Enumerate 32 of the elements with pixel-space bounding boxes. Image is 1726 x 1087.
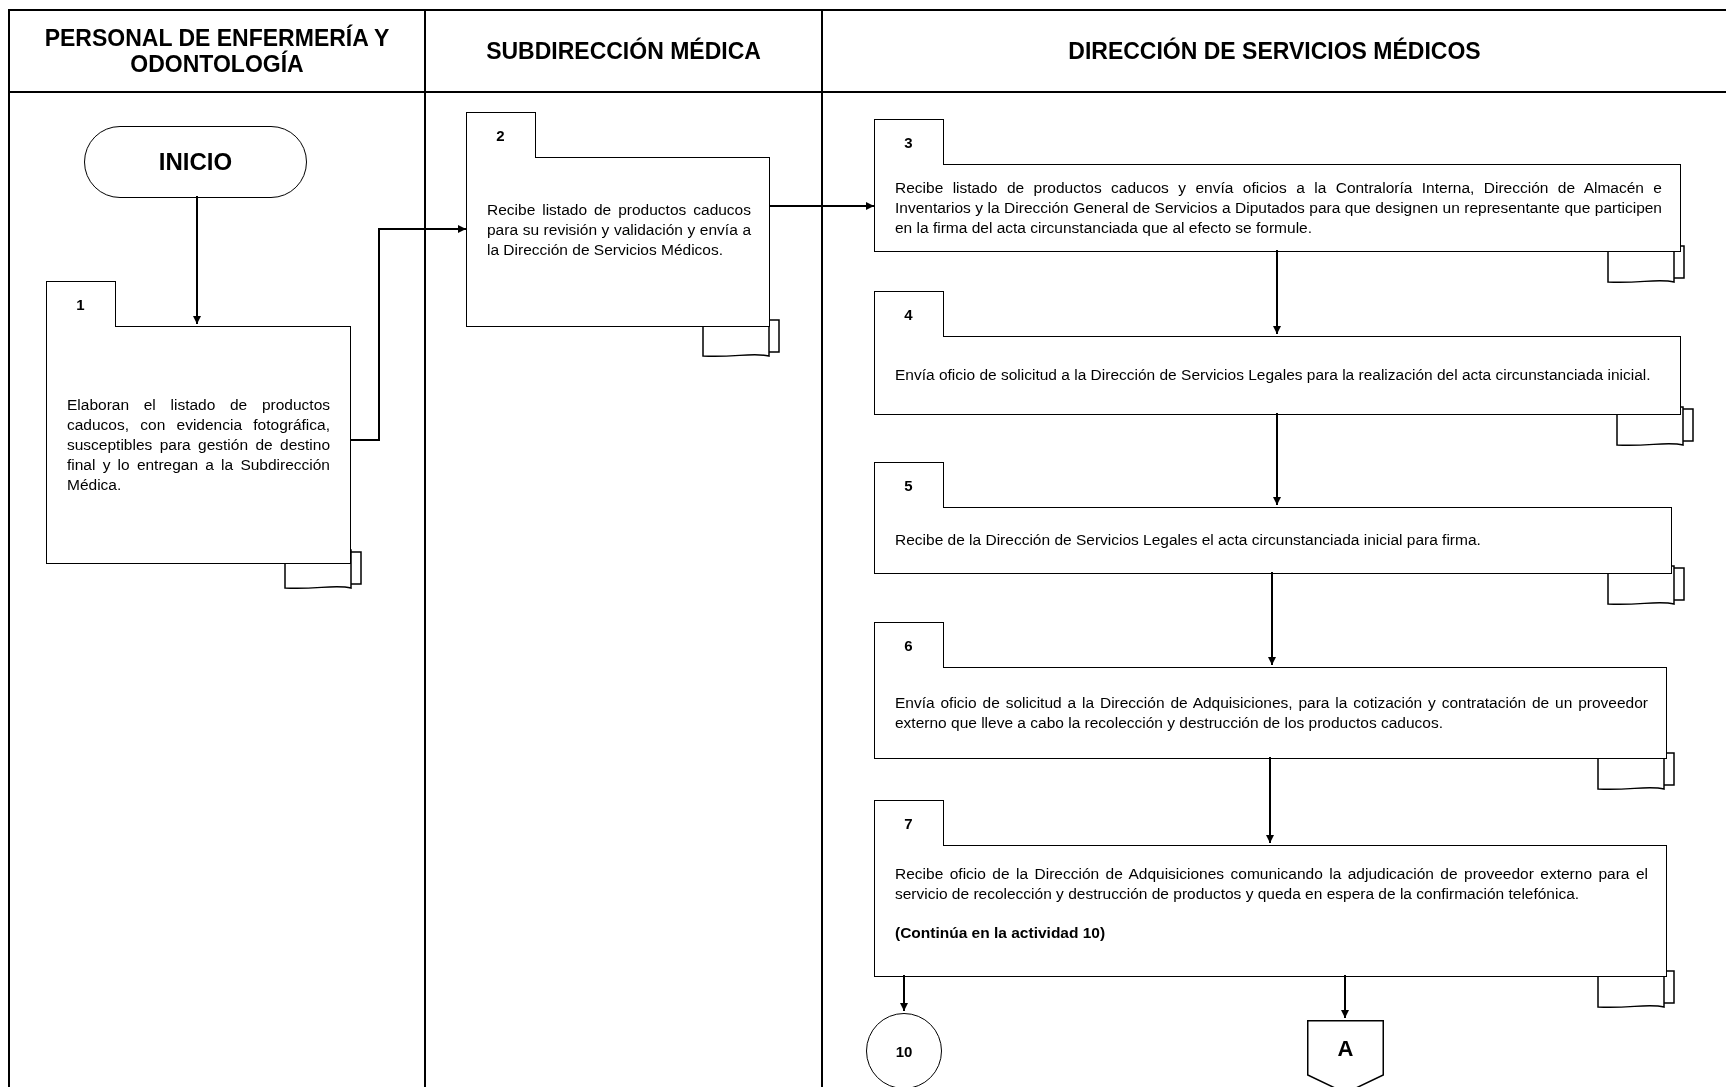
arrow	[193, 195, 201, 325]
activity-text: Recibe oficio de la Dirección de Adquisiciones comunicando la adjudicación de proveedor externo para el servicio de recolección y destrucción de productos y queda en espera de la confirmación telefónica.	[895, 864, 1648, 905]
arrow	[1266, 756, 1274, 844]
activity-text: Envía oficio de solicitud a la Dirección de Adquisiciones, para la cotización y contratación de un proveedor externo que lleve a cabo la recolección y destrucción de los productos caducos.	[895, 692, 1648, 733]
swimlane	[821, 9, 1726, 1087]
activity-text: Elaboran el listado de productos caducos, con evidencia fotográfica, susceptibles para gestión de destino final y lo entregan a la Subdirección Médica.	[67, 394, 330, 496]
arrow	[1341, 974, 1349, 1019]
step-number: 4	[873, 291, 944, 337]
arrow	[1273, 412, 1281, 506]
step-number: 7	[873, 800, 944, 846]
swimlane	[8, 9, 426, 1087]
activity-text: Envía oficio de solicitud a la Dirección de Servicios Legales para la realización del acta circunstanciada inicial.	[895, 365, 1652, 386]
arrow	[350, 225, 467, 441]
lane-title: DIRECCIÓN DE SERVICIOS MÉDICOS	[1068, 37, 1481, 65]
step-number: 6	[873, 622, 944, 668]
continuation-note: (Continúa en la actividad 10)	[895, 924, 1107, 943]
arrow	[1268, 571, 1276, 666]
activity-text: Recibe listado de productos caducos para su revisión y validación y envía a la Dirección de Servicios Médicos.	[487, 200, 751, 261]
activity-text: Recibe de la Dirección de Servicios Legales el acta circunstanciada inicial para firma.	[895, 530, 1482, 551]
step-number: 5	[873, 462, 944, 508]
step-number: 1	[45, 281, 116, 327]
step-number: 2	[465, 112, 536, 158]
lane-title: PERSONAL DE ENFERMERÍA Y ODONTOLOGÍA	[43, 24, 391, 78]
start-terminal: INICIO	[84, 126, 307, 198]
off-page-connector: A	[1307, 1020, 1384, 1087]
step-number: 3	[873, 119, 944, 165]
activity-text: Recibe listado de productos caducos y envía oficios a la Contraloría Interna, Dirección de Almacén e Inventarios y la Dirección General de Servicios a Diputados para que designen un representante que participen en la firma del acta circunstanciada que al efecto se formule.	[895, 177, 1662, 239]
arrow	[769, 202, 875, 210]
arrow	[900, 974, 908, 1012]
connector-circle: 10	[866, 1013, 942, 1087]
lane-title: SUBDIRECCIÓN MÉDICA	[486, 37, 761, 65]
arrow	[1273, 249, 1281, 335]
